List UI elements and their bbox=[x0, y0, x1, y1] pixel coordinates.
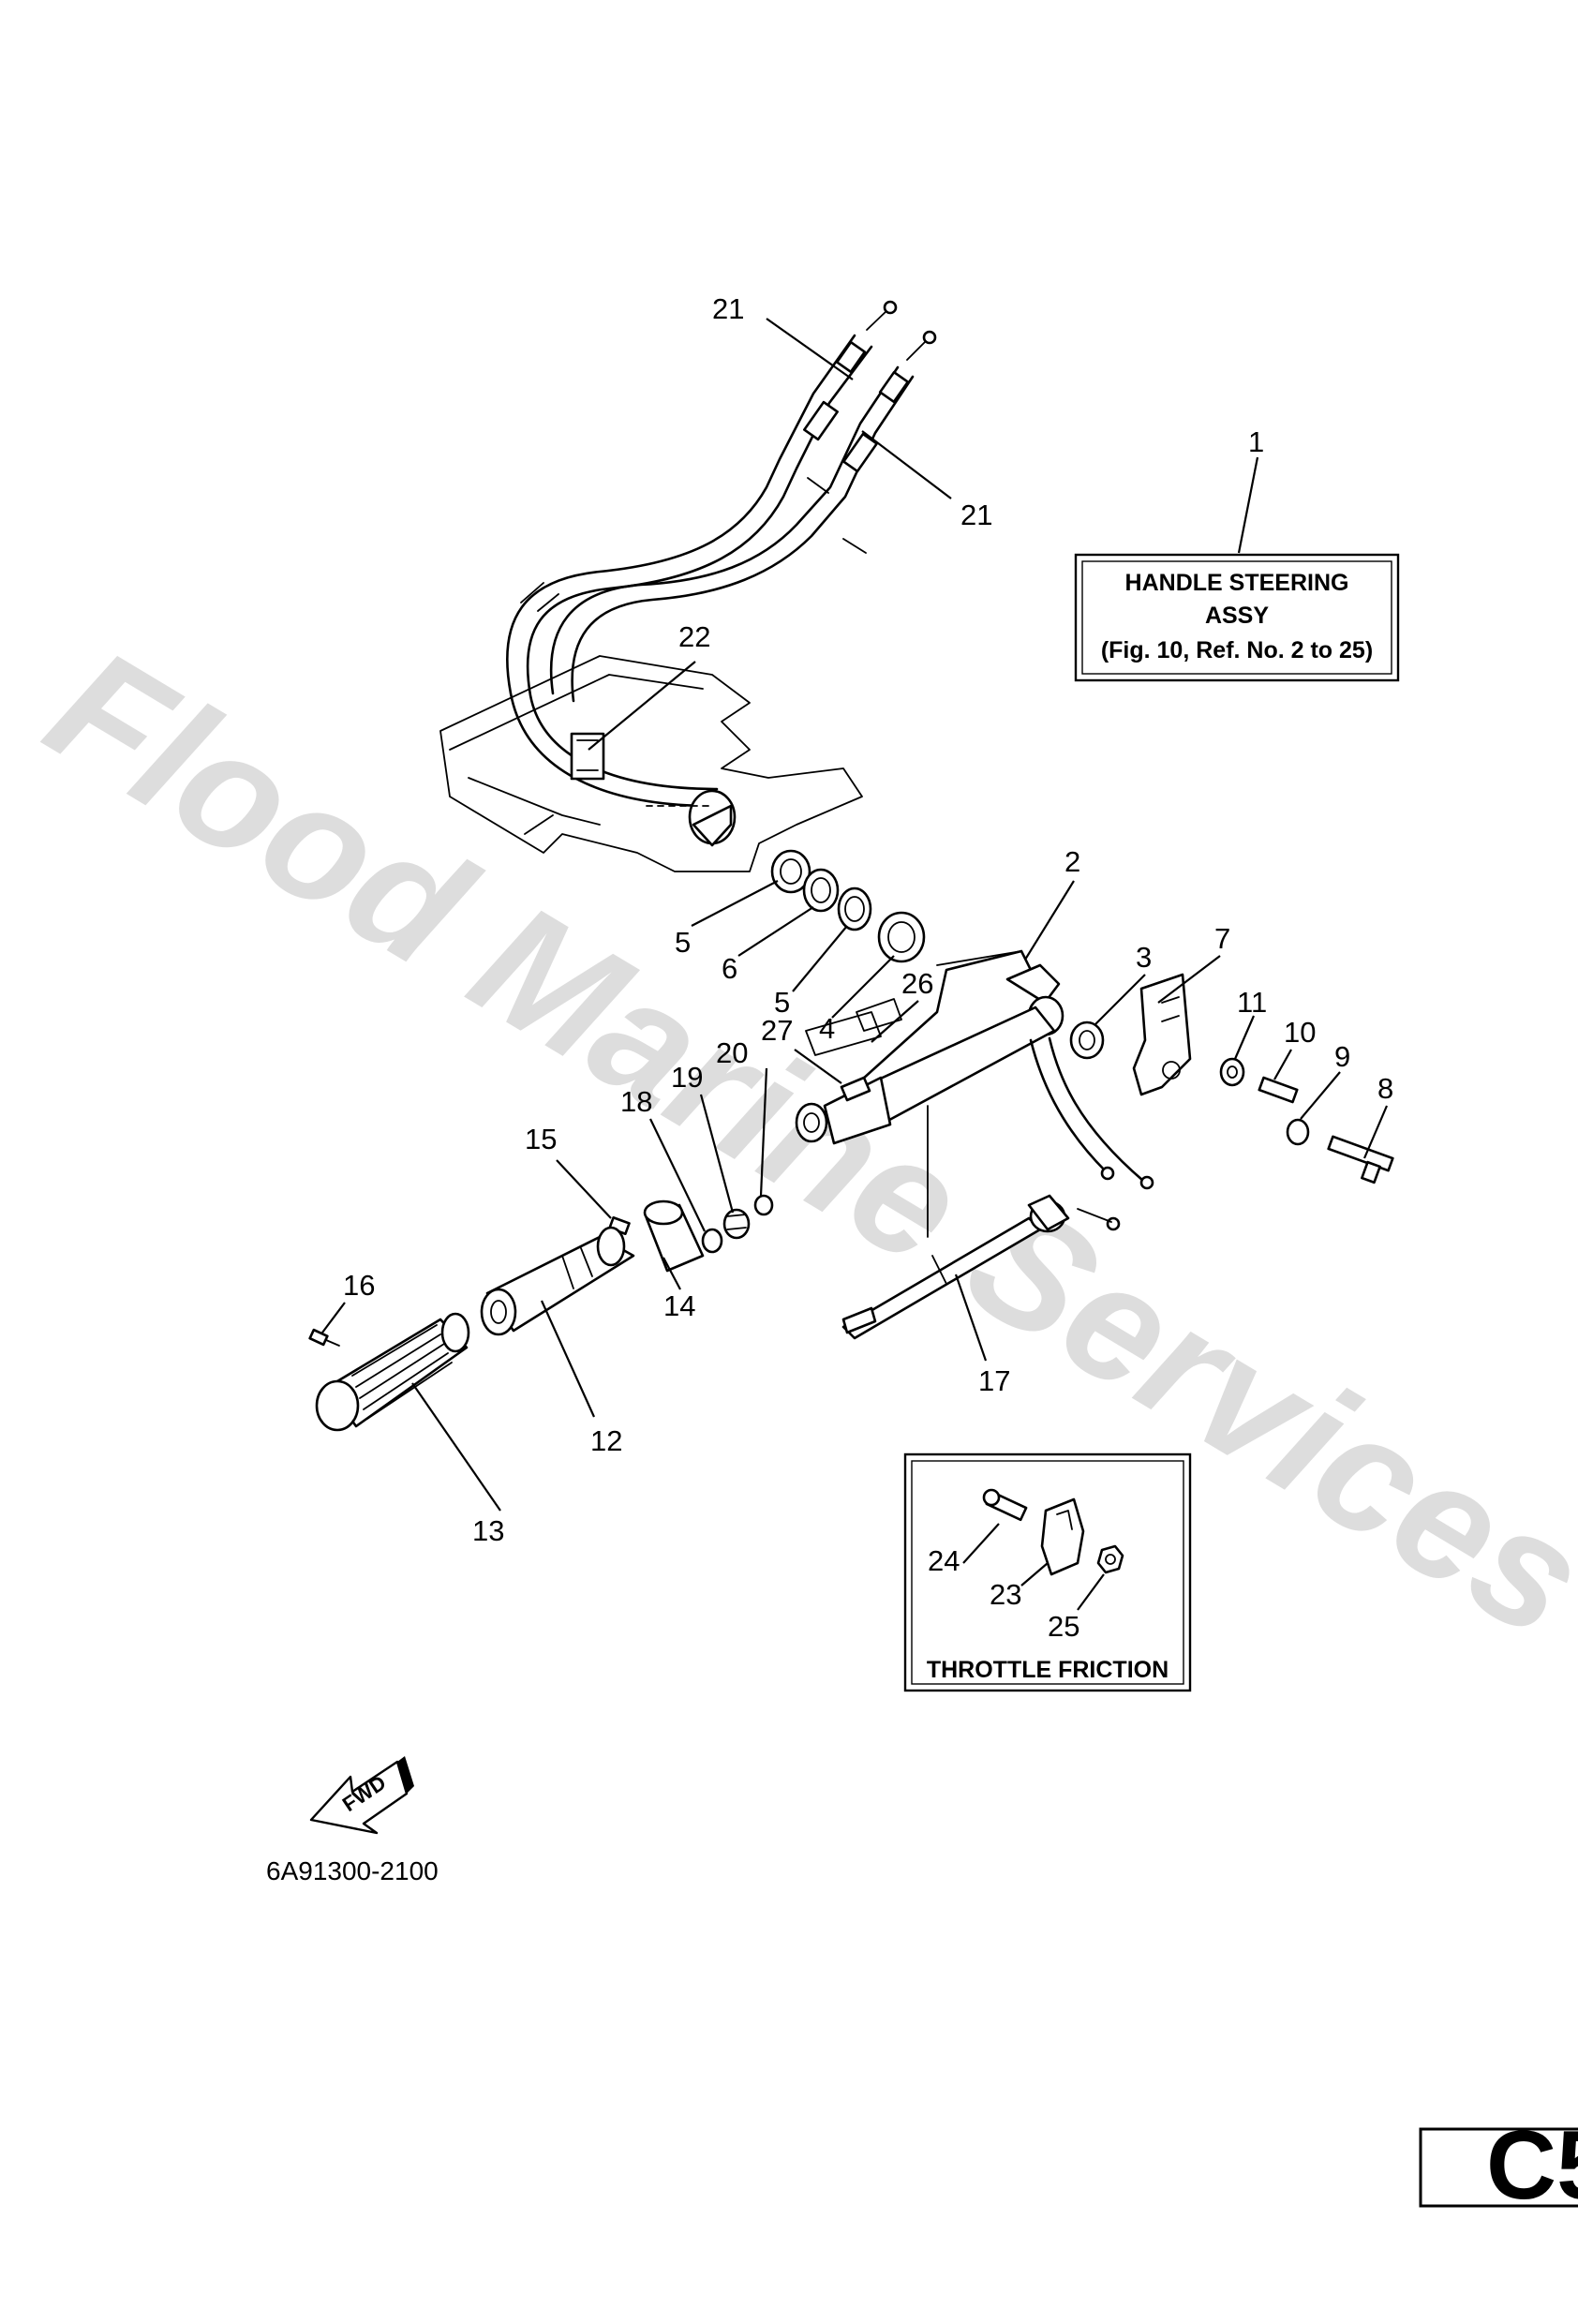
callout-1: 1 bbox=[1248, 425, 1264, 458]
callout-11: 11 bbox=[1237, 986, 1267, 1019]
callout-21-lower: 21 bbox=[960, 499, 992, 531]
grip-sleeve bbox=[480, 1226, 635, 1336]
callout-3: 3 bbox=[1136, 941, 1152, 974]
callout-6: 6 bbox=[722, 952, 737, 985]
callout-9: 9 bbox=[1334, 1040, 1350, 1073]
callout-20: 20 bbox=[716, 1036, 748, 1069]
decals bbox=[805, 998, 902, 1056]
callout-16: 16 bbox=[343, 1269, 375, 1302]
callout-18: 18 bbox=[620, 1085, 652, 1118]
assy-reference: (Fig. 10, Ref. No. 2 to 25) bbox=[1101, 637, 1373, 663]
callout-4: 4 bbox=[819, 1012, 835, 1045]
throttle-collar bbox=[643, 1199, 705, 1273]
callout-21-upper: 21 bbox=[712, 292, 744, 325]
pivot-bushings bbox=[770, 849, 926, 963]
callout-5-upper: 5 bbox=[675, 926, 691, 959]
callout-15: 15 bbox=[525, 1123, 557, 1155]
leader-lines bbox=[321, 318, 1389, 1512]
steering-bracket-outline bbox=[439, 655, 863, 872]
callout-17: 17 bbox=[978, 1364, 1010, 1397]
callout-numbers: 21 21 1 22 5 6 5 4 2 3 7 11 10 9 8 26 27… bbox=[343, 292, 1393, 1547]
page-tag-label: C5 bbox=[1486, 2111, 1578, 2220]
assy-label-box: HANDLE STEERING ASSY (Fig. 10, Ref. No. … bbox=[1074, 553, 1400, 682]
cable-clamp bbox=[570, 732, 605, 781]
callout-7: 7 bbox=[1214, 922, 1230, 955]
throttle-shaft bbox=[841, 1105, 1070, 1340]
throttle-grip bbox=[308, 1312, 470, 1432]
throttle-friction-inset: 24 23 25 THROTTLE FRICTION bbox=[903, 1452, 1192, 1692]
callout-26: 26 bbox=[901, 967, 933, 1000]
callout-13: 13 bbox=[472, 1514, 504, 1547]
callout-5-lower: 5 bbox=[774, 986, 790, 1019]
steering-handle-body bbox=[795, 949, 1154, 1231]
callout-14: 14 bbox=[663, 1289, 695, 1322]
forward-arrow-icon: FWD bbox=[309, 1756, 414, 1835]
assy-title: HANDLE STEERING bbox=[1125, 570, 1349, 596]
throttle-cables bbox=[506, 300, 937, 808]
callout-10: 10 bbox=[1284, 1016, 1316, 1049]
callout-22: 22 bbox=[678, 620, 710, 653]
callout-2: 2 bbox=[1064, 845, 1080, 878]
assy-subtitle: ASSY bbox=[1205, 603, 1269, 629]
callout-24: 24 bbox=[928, 1544, 960, 1577]
callout-27: 27 bbox=[761, 1014, 793, 1047]
drawing-code: 6A91300-2100 bbox=[266, 1856, 439, 1885]
callout-12: 12 bbox=[590, 1424, 622, 1457]
inset-title: THROTTLE FRICTION bbox=[927, 1657, 1169, 1683]
callout-19: 19 bbox=[671, 1061, 703, 1094]
callout-25: 25 bbox=[1048, 1610, 1079, 1643]
callout-23: 23 bbox=[990, 1578, 1021, 1611]
page-tag: C5 bbox=[1419, 2111, 1578, 2220]
friction-bracket bbox=[1069, 973, 1394, 1184]
callout-8: 8 bbox=[1377, 1072, 1393, 1105]
